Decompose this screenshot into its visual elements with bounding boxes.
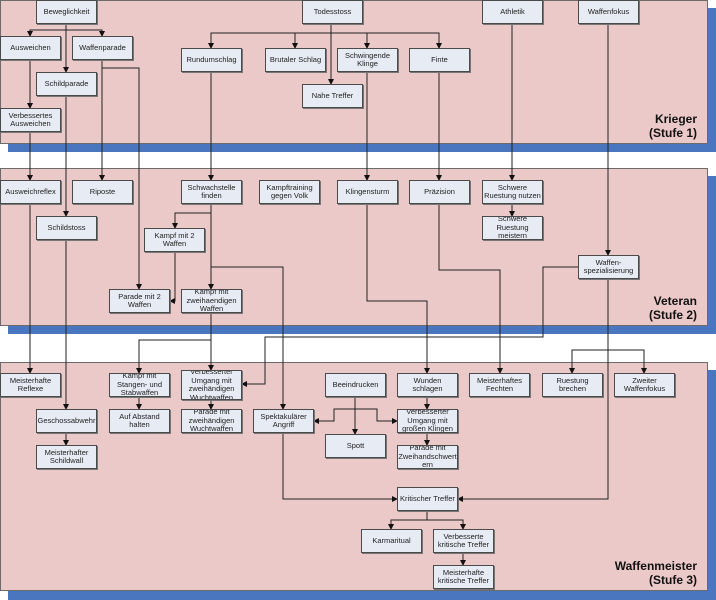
skill-node-kampf-2-waffen[interactable]: Kampf mit 2 Waffen — [144, 228, 205, 252]
panel-shadow — [8, 325, 716, 334]
panel-shadow — [708, 370, 716, 600]
skill-node-kampftraining[interactable]: Kampftraining gegen Volk — [259, 180, 320, 204]
connector-line — [457, 279, 609, 502]
skill-node-schildstoss[interactable]: Schildstoss — [36, 216, 97, 240]
skill-node-zweiter-fokus[interactable]: Zweiter Waffenfokus — [614, 373, 675, 397]
skill-node-schildwall[interactable]: Meisterhafter Schildwall — [36, 445, 97, 469]
skill-node-athletik[interactable]: Athletik — [482, 0, 543, 24]
skill-node-klingensturm[interactable]: Klingensturm — [337, 180, 398, 204]
skill-node-wunden[interactable]: Wunden schlagen — [397, 373, 458, 397]
connector-line — [208, 32, 331, 49]
connector-line — [169, 252, 176, 304]
connector-line — [388, 511, 428, 530]
skill-node-waffenfokus[interactable]: Waffenfokus — [578, 0, 639, 24]
panel-shadow — [8, 143, 716, 152]
skill-node-ausweichen[interactable]: Ausweichen — [0, 36, 61, 60]
skill-node-schwere-nutzen[interactable]: Schwere Ruestung nutzen — [482, 180, 543, 204]
skill-node-schildparade[interactable]: Schildparade — [36, 72, 97, 96]
connector-line — [438, 204, 503, 374]
connector-line — [366, 204, 430, 374]
skill-node-spott[interactable]: Spott — [325, 434, 386, 458]
connector-line — [282, 433, 398, 502]
tier-label: Veteran (Stufe 2) — [649, 294, 697, 322]
skill-node-schwachstelle[interactable]: Schwachstelle finden — [181, 180, 242, 204]
connector-line — [66, 29, 105, 37]
skill-node-ausweichreflex[interactable]: Ausweichreflex — [0, 180, 61, 204]
skill-node-verb-klingen[interactable]: Verbesserter Umgang mit großen Klingen — [397, 409, 458, 433]
skill-node-beeindrucken[interactable]: Beeindrucken — [325, 373, 386, 397]
skill-node-meist-reflexe[interactable]: Meisterhafte Reflexe — [0, 373, 61, 397]
connector-line — [102, 67, 142, 290]
connector-line — [27, 24, 67, 37]
skill-node-waffenspez[interactable]: Waffen- spezialisierung — [578, 255, 639, 279]
skill-node-rundumschlag[interactable]: Rundumschlag — [181, 48, 242, 72]
skill-node-verb-wucht[interactable]: Verbesserter Umgang mit zweihändigen Wuc… — [181, 370, 242, 400]
skill-node-praezision[interactable]: Präzision — [409, 180, 470, 204]
skill-node-parade-zweihand[interactable]: Parade mit Zweihandschwert ern — [397, 445, 458, 469]
connector-line — [211, 266, 286, 410]
skill-node-meist-fechten[interactable]: Meisterhaftes Fechten — [469, 373, 530, 397]
panel-shadow — [708, 8, 716, 152]
skill-node-ruestung-brechen[interactable]: Ruestung brechen — [542, 373, 603, 397]
connector-line — [569, 349, 608, 374]
skill-node-parade-2-waffen[interactable]: Parade mit 2 Waffen — [109, 289, 170, 313]
skill-node-beweglichkeit[interactable]: Beweglichkeit — [36, 0, 97, 24]
skill-node-finte[interactable]: Finte — [409, 48, 470, 72]
skill-node-verb-ausweichen[interactable]: Verbessertes Ausweichen — [0, 108, 61, 132]
skill-node-parade-wucht[interactable]: Parade mit zweihändigen Wuchtwaffen — [181, 409, 242, 433]
connector-line — [136, 313, 212, 374]
panel-shadow — [8, 590, 716, 600]
skill-node-spektakulaer[interactable]: Spektakulärer Angriff — [253, 409, 314, 433]
skill-node-stangen[interactable]: Kampf mit Stangen- und Stabwaffen — [109, 373, 170, 397]
skill-node-schwere-meistern[interactable]: Schwere Ruestung meistern — [482, 216, 543, 240]
connector-line — [355, 408, 398, 424]
connector-line — [313, 408, 355, 424]
skill-node-geschossabwehr[interactable]: Geschossabwehr — [36, 409, 97, 433]
connector-line — [241, 266, 578, 387]
connector-line — [331, 32, 442, 49]
skill-node-riposte[interactable]: Riposte — [72, 180, 133, 204]
connector-line — [608, 349, 647, 374]
tier-label: Krieger (Stufe 1) — [649, 112, 697, 140]
skill-node-nahe-treffer[interactable]: Nahe Treffer — [302, 84, 363, 108]
skill-node-meist-kritisch[interactable]: Meisterhafte kritische Treffer — [433, 565, 494, 589]
skill-node-todesstoss[interactable]: Todesstoss — [302, 0, 363, 24]
skill-node-kampf-zweih[interactable]: Kampf mit zweihaendigen Waffen — [181, 289, 242, 313]
panel-krieger: Krieger (Stufe 1) — [0, 0, 708, 144]
panel-shadow — [708, 176, 716, 334]
skill-node-abstand[interactable]: Auf Abstand halten — [109, 409, 170, 433]
skill-node-verb-kritisch[interactable]: Verbesserte kritische Treffer — [433, 529, 494, 553]
tier-label: Waffenmeister (Stufe 3) — [614, 559, 697, 587]
skill-node-karmaritual[interactable]: Karmaritual — [361, 529, 422, 553]
skill-node-kritisch[interactable]: Kritischer Treffer — [397, 487, 458, 511]
connector-line — [172, 212, 211, 229]
skill-node-schwingende-klinge[interactable]: Schwingende Klinge — [337, 48, 398, 72]
skill-node-brutaler-schlag[interactable]: Brutaler Schlag — [265, 48, 326, 72]
skill-node-waffenparade[interactable]: Waffenparade — [72, 36, 133, 60]
connector-line — [427, 519, 466, 530]
panel-waffenmeister: Waffenmeister (Stufe 3) — [0, 362, 708, 591]
